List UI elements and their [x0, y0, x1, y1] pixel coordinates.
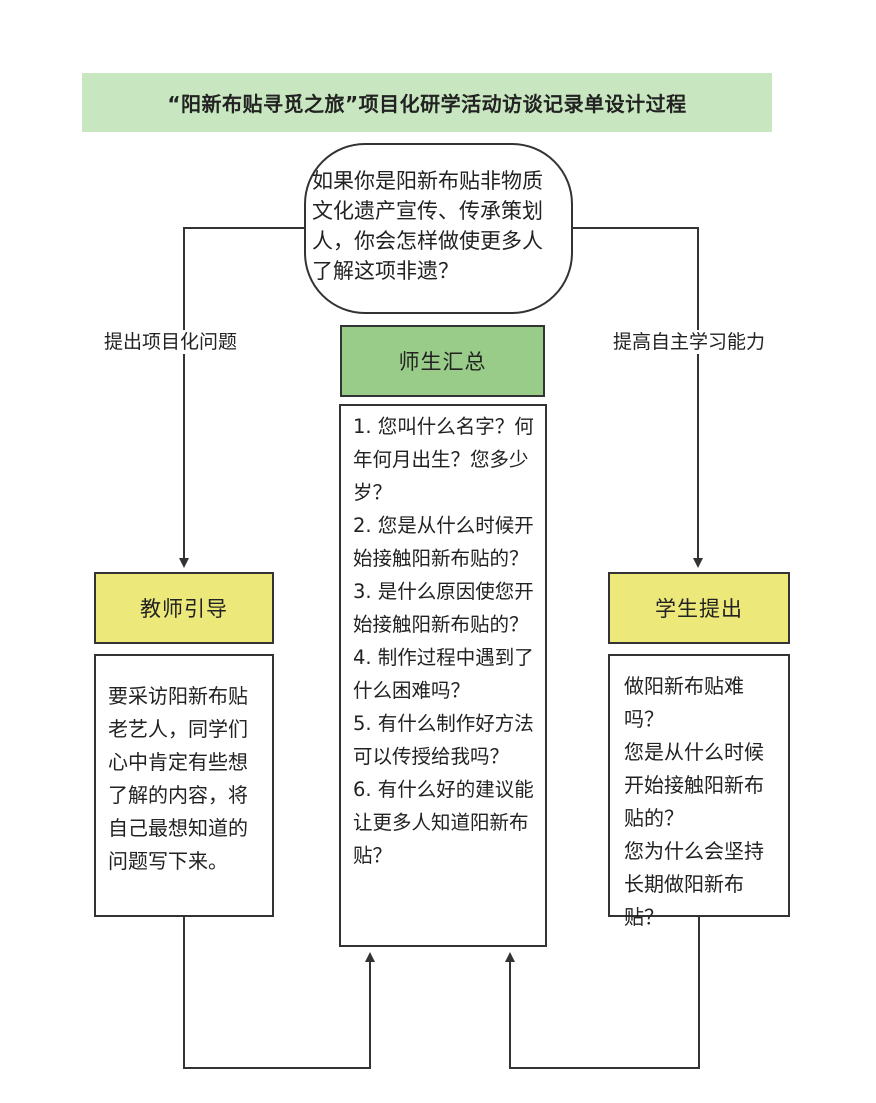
summary-question-item: 6. 有什么好的建议能让更多人知道阳新布贴？: [353, 778, 534, 867]
central-question-oval: [304, 143, 573, 314]
summary-question-item: 5. 有什么制作好方法可以传授给我吗？: [353, 712, 534, 768]
summary-question-item: 4. 制作过程中遇到了什么困难吗？: [353, 646, 534, 702]
teacher-guide-text: 要采访阳新布贴老艺人，同学们心中肯定有些想了解的内容，将自己最想知道的问题写下来…: [108, 684, 248, 873]
teacher-guide-header-box: 教师引导: [94, 572, 274, 644]
student-question-item: 做阳新布贴难吗？: [624, 674, 744, 731]
summary-header-label: 师生汇总: [398, 350, 487, 374]
student-question-item: 您为什么会坚持长期做阳新布贴？: [624, 839, 764, 929]
student-header-box: 学生提出: [608, 572, 790, 644]
diagram-title: “阳新布贴寻觅之旅”项目化研学活动访谈记录单设计过程: [167, 92, 687, 116]
left-branch-label: 提出项目化问题: [104, 330, 238, 354]
central-question: 如果你是阳新布贴非物质文化遗产宣传、传承策划人，你会怎样做使更多人了解这项非遗？: [312, 169, 543, 283]
right-branch-connector: [572, 227, 703, 568]
teacher-guide-header-label: 教师引导: [140, 597, 228, 621]
teacher-guide-content-box: 要采访阳新布贴老艺人，同学们心中肯定有些想了解的内容，将自己最想知道的问题写下来…: [94, 654, 274, 917]
summary-question-item: 2. 您是从什么时候开始接触阳新布贴的？: [353, 514, 534, 570]
summary-header-box: 师生汇总: [340, 325, 545, 397]
student-header-label: 学生提出: [655, 597, 743, 621]
student-question-item: 您是从什么时候开始接触阳新布贴的？: [624, 740, 764, 830]
summary-question-item: 3. 是什么原因使您开始接触阳新布贴的？: [353, 580, 534, 636]
right-branch-label: 提高自主学习能力: [613, 330, 766, 354]
summary-question-list: 1. 您叫什么名字？何年何月出生？您多少岁？ 2. 您是从什么时候开始接触阳新布…: [339, 404, 547, 947]
student-question-list: 做阳新布贴难吗？ 您是从什么时候开始接触阳新布贴的？ 您为什么会坚持长期做阳新布…: [608, 654, 790, 929]
title-bar: “阳新布贴寻觅之旅”项目化研学活动访谈记录单设计过程: [82, 73, 772, 132]
left-branch-connector: [179, 227, 305, 568]
teacher-to-summary-connector: [183, 917, 375, 1069]
summary-question-item: 1. 您叫什么名字？何年何月出生？您多少岁？: [353, 415, 534, 504]
student-to-summary-connector: [505, 917, 700, 1069]
